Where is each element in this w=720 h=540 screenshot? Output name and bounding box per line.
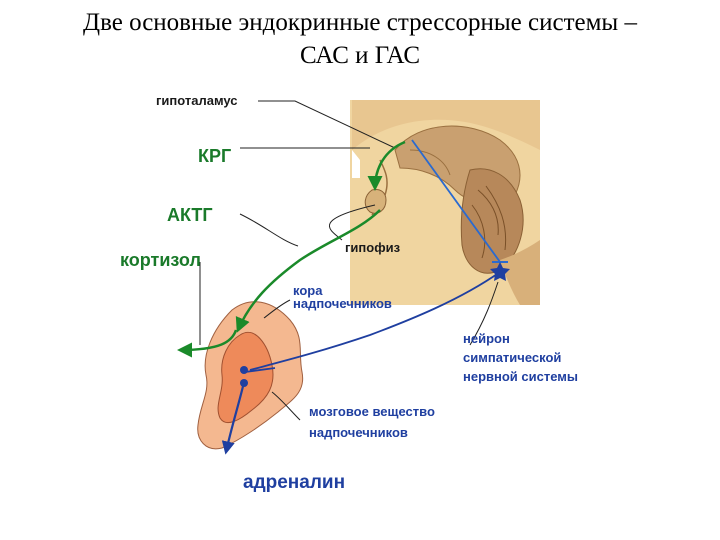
aktg-arrow	[235, 209, 381, 333]
label-neuron-line2: симпатической	[463, 350, 562, 365]
title-line-1: Две основные эндокринные стрессорные сис…	[83, 9, 637, 36]
label-krg: КРГ	[198, 146, 232, 166]
label-neuron-line1: нейрон	[463, 331, 510, 346]
brain-section-image	[350, 100, 540, 305]
slide-title: Две основные эндокринные стрессорные сис…	[0, 6, 720, 72]
title-line-2: САС и ГАС	[299, 42, 420, 69]
nerve-node-lower	[240, 379, 248, 387]
leader-medulla	[271, 391, 301, 421]
label-medulla-line2: надпочечников	[309, 425, 408, 440]
label-adrenaline: адреналин	[243, 472, 346, 493]
label-aktg: АКТГ	[167, 205, 213, 225]
cortisol-arrow	[177, 329, 238, 358]
leader-cortex	[263, 299, 291, 319]
label-neuron-line3: нервной системы	[463, 369, 579, 384]
leader-neuron	[469, 281, 499, 346]
label-pituitary: гипофиз	[345, 240, 401, 255]
krg-arrow	[367, 140, 406, 191]
leader-hypothalamus	[258, 100, 396, 149]
label-cortex-line1: кора	[293, 283, 323, 298]
adrenal-gland-image	[197, 301, 304, 450]
adrenaline-arrow	[221, 381, 246, 455]
label-cortisol: кортизол	[120, 250, 201, 270]
label-hypothalamus: гипоталамус	[156, 93, 238, 108]
nerve-branch	[244, 367, 276, 373]
preganglionic-nerve	[249, 271, 501, 371]
nerve-node-upper	[240, 366, 248, 374]
leader-aktg	[239, 213, 299, 247]
descending-nerve-line	[411, 139, 501, 263]
label-medulla-line1: мозговое вещество	[309, 404, 435, 419]
neuron-body-icon	[490, 262, 510, 281]
label-cortex-line2: надпочечников	[293, 296, 392, 311]
